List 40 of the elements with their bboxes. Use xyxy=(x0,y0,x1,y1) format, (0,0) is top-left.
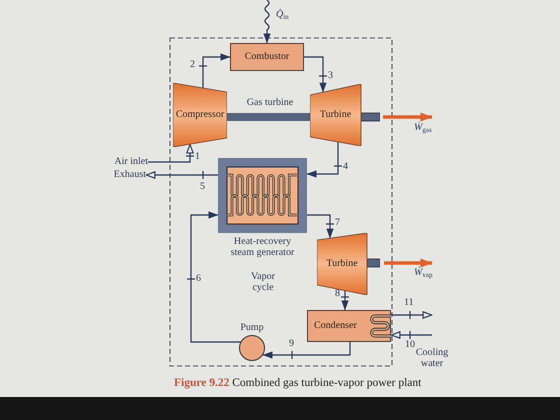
edge-label: Q̇$_{in}$ xyxy=(276,9,289,20)
flow-arrow xyxy=(341,290,349,310)
section-label: Cooling water xyxy=(415,347,450,369)
compressor: Compressor xyxy=(173,83,227,147)
flow-arrow xyxy=(190,211,240,343)
flow-arrow xyxy=(390,331,432,339)
edge-label: 1 xyxy=(195,151,200,162)
combustor-box: Combustor xyxy=(230,43,304,71)
edge-label: 4 xyxy=(343,161,348,172)
flow-arrow xyxy=(307,214,334,239)
edge-label: 6 xyxy=(196,273,201,284)
section-label: Vapor cycle xyxy=(250,271,276,293)
edge-label: 9 xyxy=(289,338,294,349)
flow-arrow xyxy=(391,311,432,319)
flow-arrow xyxy=(148,144,194,163)
edge-label: 10 xyxy=(405,339,415,350)
edge-label: 3 xyxy=(328,70,333,81)
flow-arrow xyxy=(304,56,327,93)
edge-label: 2 xyxy=(190,59,195,70)
figure-caption: Figure 9.22 Combined gas turbine-vapor power plant xyxy=(174,376,422,390)
section-label: Gas turbine xyxy=(246,97,294,108)
component-label: Heat-recovery steam generator xyxy=(230,236,296,258)
flow-arrow xyxy=(263,0,271,44)
shaft xyxy=(227,113,310,121)
edge-label: 5 xyxy=(200,181,205,192)
power-arrow xyxy=(384,258,432,268)
edge-label: 11 xyxy=(404,297,414,308)
flow-arrow xyxy=(262,342,351,359)
flow-arrow xyxy=(202,53,230,88)
flow-label: Exhaust xyxy=(104,169,146,181)
edge-label: 7 xyxy=(335,217,340,228)
edge-label: Ẇ$_{gas}$ xyxy=(414,122,432,133)
flow-label: Air inlet xyxy=(104,156,148,168)
condenser-box xyxy=(307,310,391,342)
flow-arrow xyxy=(306,142,339,178)
component-label: Condenser xyxy=(314,320,357,332)
edge-label: Ẇ$_{vap}$ xyxy=(414,267,432,278)
flow-arrow xyxy=(146,171,218,179)
power-arrow xyxy=(383,112,432,122)
component-label: Pump xyxy=(240,322,264,334)
